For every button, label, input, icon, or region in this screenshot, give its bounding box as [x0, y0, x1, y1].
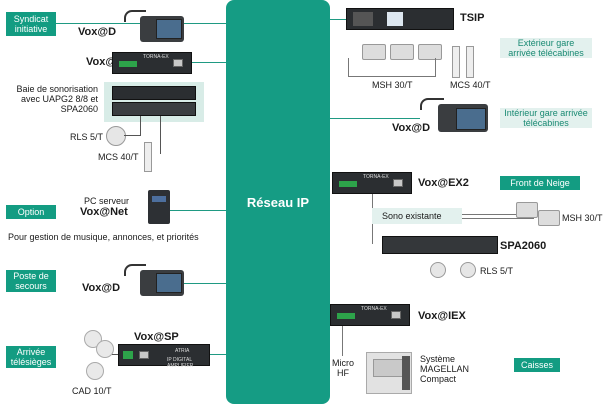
vox-sp-device: ATRIA IP DIGITAL AMPLIFIER: [118, 344, 210, 369]
tsip-device: [346, 8, 454, 30]
pc-drive-bay: [152, 196, 166, 202]
mcs-label-1: MCS 40/T: [98, 152, 139, 162]
connector-tsip: [330, 19, 346, 20]
tag-front-de-neige: Front de Neige: [500, 176, 580, 190]
tag-exterieur-gare: Extérieur gare arrivée télécabines: [500, 38, 592, 58]
horn-speaker-icon-msh-3: [418, 44, 442, 60]
rls-label-1: RLS 5/T: [70, 132, 104, 142]
tag-caisses: Caisses: [514, 358, 560, 372]
ceiling-speaker-icon-3: [460, 262, 476, 278]
sono-existante-box: [372, 208, 462, 224]
wire-msh-group: [348, 58, 436, 77]
wire-mcs-1: [160, 116, 161, 154]
connector-vox-sp: [210, 354, 226, 355]
tag-interieur-gare: Intérieur gare arrivée télécabines: [500, 108, 592, 128]
tag-arrivee-telesieges: Arrivée télésièges: [6, 346, 56, 368]
sp-terminal: [123, 351, 133, 359]
vox-iex-label-2: Vox@IEX: [418, 310, 466, 322]
vox-d-label-1: Vox@D: [78, 26, 117, 38]
wire-rls-1: [124, 135, 140, 136]
ceiling-speaker-icon-1: [106, 126, 126, 146]
connector-vox-d-2: [184, 283, 226, 284]
wire-sono-msh-2: [462, 218, 534, 219]
vox-d-label-3: Vox@D: [392, 122, 431, 134]
spa2060-label: SPA2060: [500, 240, 547, 252]
msh-label-2: MSH 30/T: [562, 213, 603, 223]
backbone-label: Réseau IP: [246, 194, 310, 210]
connector-vox-net: [170, 210, 226, 211]
msh-label-1: MSH 30/T: [372, 80, 413, 90]
iex2-ethernet-port: [391, 311, 401, 319]
vox-ex2-device: TORNA-EX: [332, 172, 412, 194]
ceiling-speaker-icon-2: [430, 262, 446, 278]
horn-speaker-icon-msh-5: [538, 210, 560, 226]
connector-vox-d-3: [330, 118, 420, 119]
column-speaker-icon-2b: [466, 46, 474, 78]
horn-speaker-icon-2: [96, 340, 114, 358]
magellan-mic-icon: [402, 356, 410, 390]
wire-sono-v: [372, 194, 373, 216]
tsip-screen: [387, 12, 403, 26]
gooseneck-mic-2: [124, 264, 146, 276]
pc-tower-icon: [148, 190, 170, 224]
sp-ethernet-port: [139, 351, 149, 359]
column-speaker-icon-2a: [452, 46, 460, 78]
vox-d-screen-1: [156, 19, 182, 39]
tsip-label: TSIP: [460, 12, 485, 24]
wire-sono-msh: [462, 214, 518, 215]
baie-description: Baie de sonorisation avec UAPG2 8/8 et S…: [16, 84, 98, 114]
connector-vox-iex-1: [192, 62, 226, 63]
uapg2-unit: [112, 86, 196, 100]
wire-micro-hf: [342, 326, 343, 356]
rls-label-2: RLS 5/T: [480, 266, 514, 276]
micro-hf-label: Micro HF: [332, 358, 354, 378]
gooseneck-mic-1: [124, 10, 146, 22]
horn-speaker-icon-3: [86, 362, 104, 380]
tsip-handle: [353, 12, 373, 26]
ex2-ethernet-port: [393, 179, 403, 187]
wire-rls-1-v: [140, 116, 141, 136]
terminal-block: [119, 61, 137, 67]
tag-syndicat-initiative: Syndicat initiative: [6, 12, 56, 36]
ex2-terminal: [339, 181, 357, 187]
ip-network-backbone: Réseau IP: [226, 0, 330, 404]
spa2060-unit-rack: [112, 102, 196, 116]
vox-d-screen-2: [156, 273, 182, 293]
pc-description: Pour gestion de musique, annonces, et pr…: [8, 232, 199, 242]
vox-d-label-2: Vox@D: [82, 282, 121, 294]
mcs-label-2: MCS 40/T: [450, 80, 491, 90]
spa2060-device: [382, 236, 498, 254]
vox-d-screen-3: [456, 108, 486, 130]
column-speaker-icon-1: [144, 142, 152, 172]
horn-speaker-icon-msh-1: [362, 44, 386, 60]
connector-vox-d-1: [184, 23, 226, 24]
pc-server-label: PC serveur: [84, 196, 130, 206]
vox-ex2-label: Vox@EX2: [418, 177, 469, 189]
tag-option: Option: [6, 205, 56, 219]
horn-speaker-icon-msh-4: [516, 202, 538, 218]
vox-net-label: Vox@Net: [80, 206, 128, 218]
vox-d-console-3: [438, 104, 488, 132]
vox-d-console-2: [140, 270, 184, 296]
vox-iex-device-1: TORNA-EX: [112, 52, 192, 74]
sono-existante-label: Sono existante: [382, 211, 442, 221]
ethernet-port: [173, 59, 183, 67]
horn-speaker-icon-msh-2: [390, 44, 414, 60]
magellan-panel: [373, 359, 405, 377]
vox-d-console-1: [140, 16, 184, 42]
wire-spa-v: [372, 224, 373, 244]
gooseneck-mic-3: [420, 98, 444, 110]
vox-sp-label: Vox@SP: [134, 331, 179, 343]
wire-cad: [112, 354, 118, 355]
vox-iex-device-2: TORNA-EX: [330, 304, 410, 326]
magellan-label: Système MAGELLAN Compact: [420, 354, 470, 384]
iex2-terminal: [337, 313, 355, 319]
tag-poste-de-secours: Poste de secours: [6, 270, 56, 292]
cad-label: CAD 10/T: [72, 386, 112, 396]
